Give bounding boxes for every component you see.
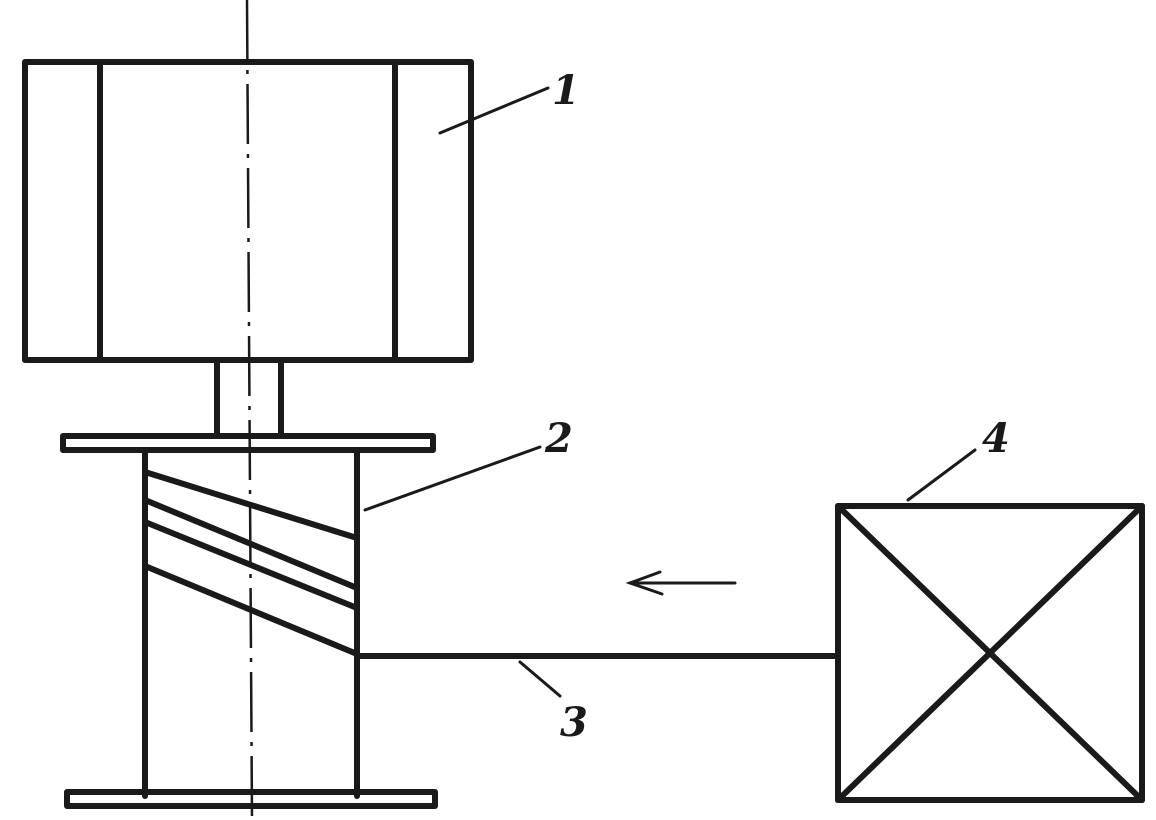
label-1: 1	[552, 67, 580, 114]
leader-line-1	[438, 86, 550, 135]
helix-line-2	[142, 497, 360, 591]
leader-line-4	[906, 448, 977, 502]
lower-flange	[64, 789, 438, 809]
helix-line-1	[142, 469, 360, 541]
leader-line-3	[518, 660, 562, 698]
label-4: 4	[982, 415, 1010, 462]
leader-line-2	[363, 445, 542, 512]
vertical-axis-line	[245, 0, 254, 820]
label-3: 3	[560, 699, 588, 746]
cylinder-body	[142, 447, 360, 799]
upper-flange	[60, 433, 436, 453]
arrow-head	[625, 570, 664, 596]
helix-line-4	[142, 563, 360, 657]
label-2: 2	[544, 415, 573, 462]
helix-line-3	[142, 519, 360, 611]
box-diagonal-2	[835, 503, 1145, 803]
flow-arrow	[625, 570, 737, 596]
crossed-box	[835, 503, 1145, 803]
box-outline	[835, 503, 1145, 803]
